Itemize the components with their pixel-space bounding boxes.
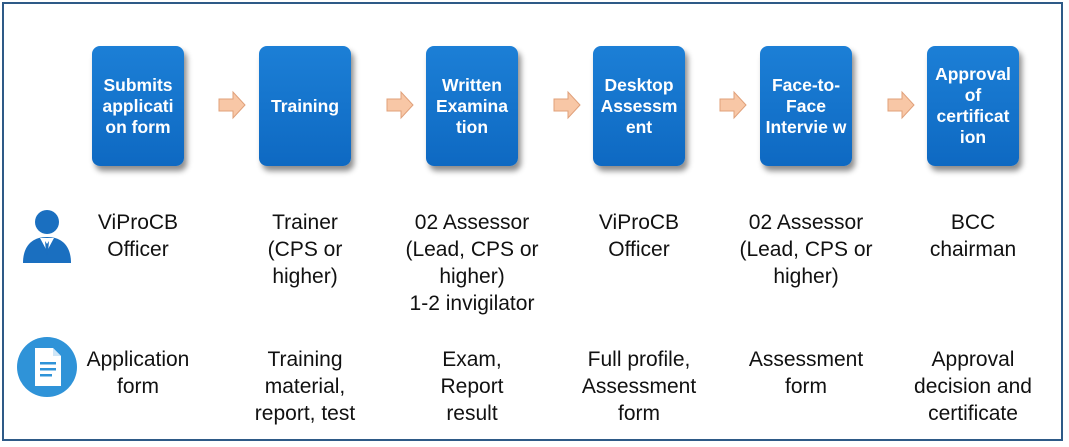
step-label: Submits applicati on form	[102, 74, 174, 137]
arrow-right-icon	[553, 90, 581, 120]
step-label: Desktop Assessm ent	[600, 74, 678, 137]
arrow-right-icon	[386, 90, 414, 120]
step-label: Face-to- Face Intervie w	[765, 74, 847, 137]
process-diagram-frame: Submits applicati on form Training Writt…	[2, 2, 1063, 441]
arrow-right-icon	[887, 90, 915, 120]
step-face-to-face-interview: Face-to- Face Intervie w	[760, 46, 852, 166]
step-label: Training	[270, 95, 340, 116]
step-submits-application: Submits applicati on form	[92, 46, 184, 166]
step-training: Training	[259, 46, 351, 166]
step-label: Written Examina tion	[436, 74, 508, 137]
step-desktop-assessment: Desktop Assessm ent	[593, 46, 685, 166]
document-icon	[17, 337, 77, 397]
arrow-right-icon	[218, 90, 246, 120]
person-icon	[23, 210, 71, 263]
step-label: Approval of certificat ion	[935, 64, 1011, 147]
arrow-right-icon	[719, 90, 747, 120]
step-approval-of-certification: Approval of certificat ion	[927, 46, 1019, 166]
step-written-examination: Written Examina tion	[426, 46, 518, 166]
